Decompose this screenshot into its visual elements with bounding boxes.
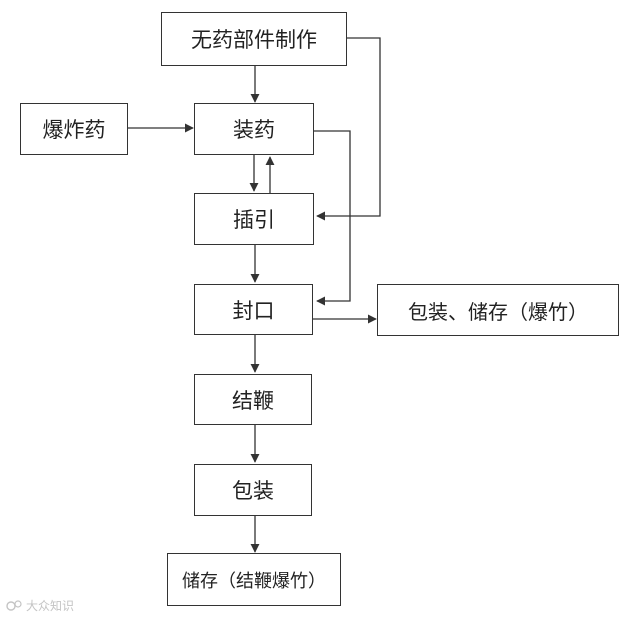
arrow-load-to-seal	[314, 130, 351, 306]
node-store-knot-firecracker: 储存（结鞭爆竹）	[167, 553, 341, 606]
node-knot: 结鞭	[194, 374, 312, 425]
watermark-logo-icon	[6, 599, 22, 611]
node-explosive: 爆炸药	[20, 103, 128, 155]
node-make-parts: 无药部件制作	[161, 12, 347, 66]
watermark: 大众知识	[6, 597, 74, 614]
node-pack: 包装	[194, 464, 312, 516]
node-load-powder: 装药	[194, 103, 314, 155]
arrow-parts-to-insert	[316, 37, 381, 221]
node-insert-fuse: 插引	[194, 193, 314, 245]
node-pack-store-firecracker: 包装、储存（爆竹）	[377, 284, 619, 336]
node-seal: 封口	[194, 284, 313, 335]
watermark-text: 大众知识	[26, 599, 75, 613]
